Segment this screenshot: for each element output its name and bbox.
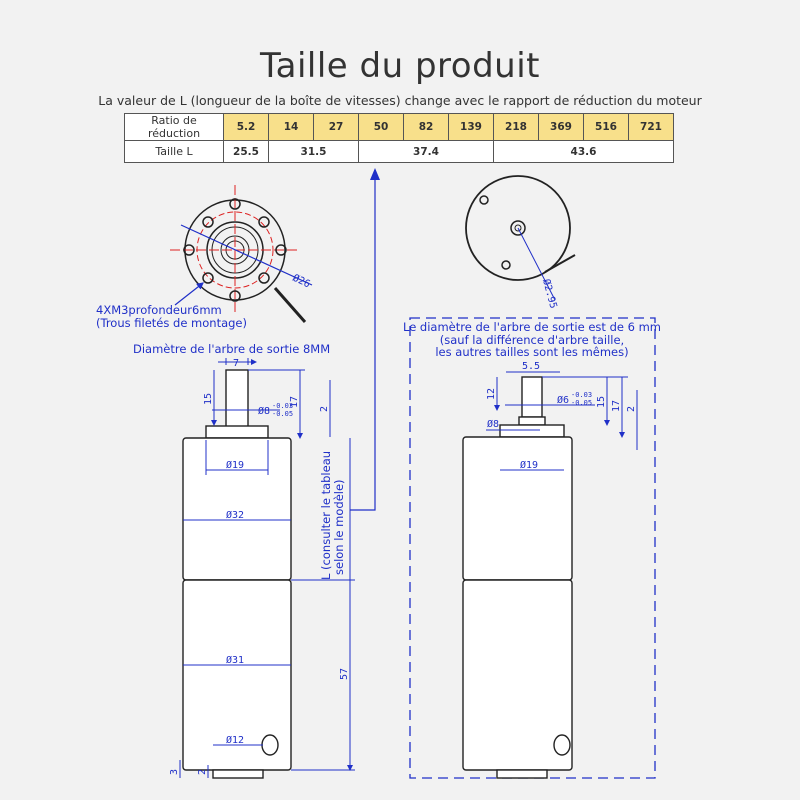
mount-note: 4XM3profondeur6mm [96, 303, 222, 317]
arrow-head-icon [370, 168, 380, 180]
ratio-cell: 82 [403, 113, 449, 141]
tolerance-upper: -0.03 [272, 402, 293, 410]
ratio-cell: 721 [628, 113, 674, 141]
height-2-label: 2 [319, 406, 330, 412]
size-cell: 37.4 [358, 140, 494, 163]
height-15-label: 15 [203, 393, 214, 405]
ratio-cell: 516 [583, 113, 629, 141]
diameter-12-label: Ø12 [226, 734, 244, 746]
height-17-label: 17 [611, 400, 622, 412]
width-5-5-label: 5.5 [522, 361, 540, 372]
diameter-2-95-label: Ø2.95 [540, 278, 559, 310]
diameter-19-label: Ø19 [520, 459, 538, 471]
ratio-cell: 369 [538, 113, 584, 141]
ratio-cell: 218 [493, 113, 539, 141]
left-end-view [170, 185, 313, 323]
L-label-sub: selon le modèle) [332, 479, 346, 575]
diameter-6-label: Ø6 [557, 394, 569, 406]
ratio-cell: 5.2 [223, 113, 269, 141]
diameter-8-label: Ø8 [258, 405, 270, 417]
diameter-19-label: Ø19 [226, 459, 244, 471]
diameter-32-label: Ø32 [226, 509, 244, 521]
height-12-label: 12 [486, 388, 497, 400]
width-7-label: 7 [233, 358, 239, 369]
tolerance-lower: -0.05 [272, 410, 293, 418]
ratio-cell: 50 [358, 113, 404, 141]
size-cell: 25.5 [223, 140, 269, 163]
table-row: Taille L 25.5 31.5 37.4 43.6 [124, 140, 674, 163]
right-motor-side-view [462, 376, 573, 779]
size-cell: 31.5 [268, 140, 359, 163]
right-note-3: les autres tailles sont les mêmes) [435, 345, 628, 359]
right-dimension-lines [486, 371, 638, 471]
left-dimension-lines [179, 358, 355, 778]
right-note: Le diamètre de l'arbre de sortie est de … [403, 320, 661, 334]
size-cell: 43.6 [493, 140, 674, 163]
ratio-cell: 14 [268, 113, 314, 141]
ratio-cell: 27 [313, 113, 359, 141]
height-57-label: 57 [339, 668, 350, 680]
subtitle: La valeur de L (longueur de la boîte de … [98, 93, 702, 108]
page-title: Taille du produit [259, 46, 540, 86]
mount-note-sub: (Trous filetés de montage) [96, 316, 247, 330]
table-to-L-arrow [350, 170, 376, 511]
diameter-26-label: Ø26 [291, 272, 312, 291]
ratio-table: Ratio de réduction 5.2 14 27 50 82 139 2… [124, 113, 674, 163]
diameter-31-label: Ø31 [226, 654, 244, 666]
height-3-label: 3 [169, 769, 180, 775]
shaft-note: Diamètre de l'arbre de sortie 8MM [133, 342, 330, 356]
right-note-2: (sauf la différence d'arbre taille, [440, 333, 624, 347]
height-2b-label: 2 [197, 769, 208, 775]
tolerance-upper: -0.03 [571, 391, 592, 399]
row-header: Ratio de réduction [124, 113, 224, 141]
left-motor-side-view [182, 369, 292, 779]
height-17-label: 17 [289, 396, 300, 408]
tolerance-lower: -0.05 [571, 399, 592, 407]
diameter-8-label: Ø8 [487, 418, 499, 430]
height-2-label: 2 [626, 406, 637, 412]
height-15-label: 15 [596, 396, 607, 408]
table-row: Ratio de réduction 5.2 14 27 50 82 139 2… [124, 113, 674, 141]
L-label: L (consulter le tableau [319, 451, 333, 580]
right-end-view [465, 175, 576, 301]
row-header: Taille L [124, 140, 224, 163]
